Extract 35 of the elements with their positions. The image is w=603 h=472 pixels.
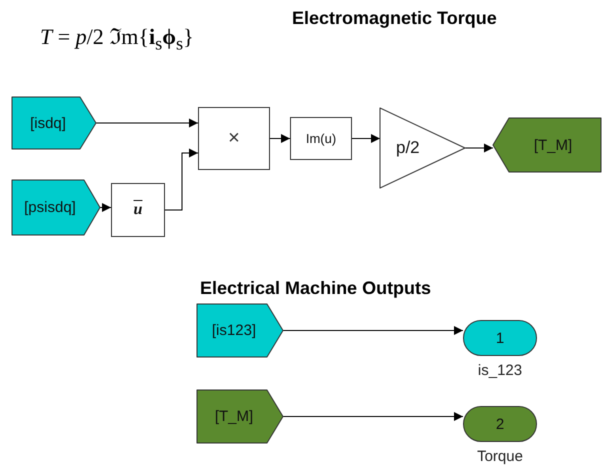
block-label: [T_M]: [534, 136, 572, 154]
block-label: [T_M]: [214, 408, 254, 425]
signal-arrow: [96, 118, 198, 128]
conjugate-block: [111, 183, 165, 237]
block-label: ×: [228, 127, 240, 150]
signal-arrow: [270, 134, 290, 143]
from-tag: [12, 97, 96, 149]
signal-arrow: [464, 144, 494, 152]
from-tag: [197, 390, 283, 443]
signal-arrow: [164, 148, 198, 210]
function-block: [198, 107, 270, 170]
signal-arrow: [352, 134, 380, 143]
signal-arrow: [282, 326, 464, 335]
conjugate-symbol: u: [134, 201, 142, 219]
from-tag: [12, 180, 100, 235]
outport-block: [463, 320, 537, 356]
signal-arrow: [100, 203, 112, 212]
goto-tag: [493, 118, 601, 172]
block-label: Im(u): [306, 131, 336, 146]
block-label: 1: [496, 330, 504, 346]
diagram-title: Electromagnetic Torque: [292, 8, 497, 29]
block-label: [isdq]: [30, 114, 66, 132]
block-label: 2: [496, 416, 504, 432]
signal-arrow: [282, 412, 464, 421]
block-label: [is123]: [212, 322, 256, 339]
block-label: p/2: [396, 138, 420, 158]
section-heading: Electrical Machine Outputs: [200, 278, 432, 299]
port-label: Torque: [476, 448, 524, 465]
gain-block: [380, 108, 465, 188]
port-label: is_123: [476, 362, 524, 379]
from-tag: [197, 304, 283, 357]
function-block: [290, 117, 352, 160]
outport-block: [463, 406, 537, 442]
block-label: [psisdq]: [24, 199, 76, 216]
torque-formula: T = p/2 ℑm{i$_{s}$ϕ$_{s}$}: [40, 23, 194, 54]
